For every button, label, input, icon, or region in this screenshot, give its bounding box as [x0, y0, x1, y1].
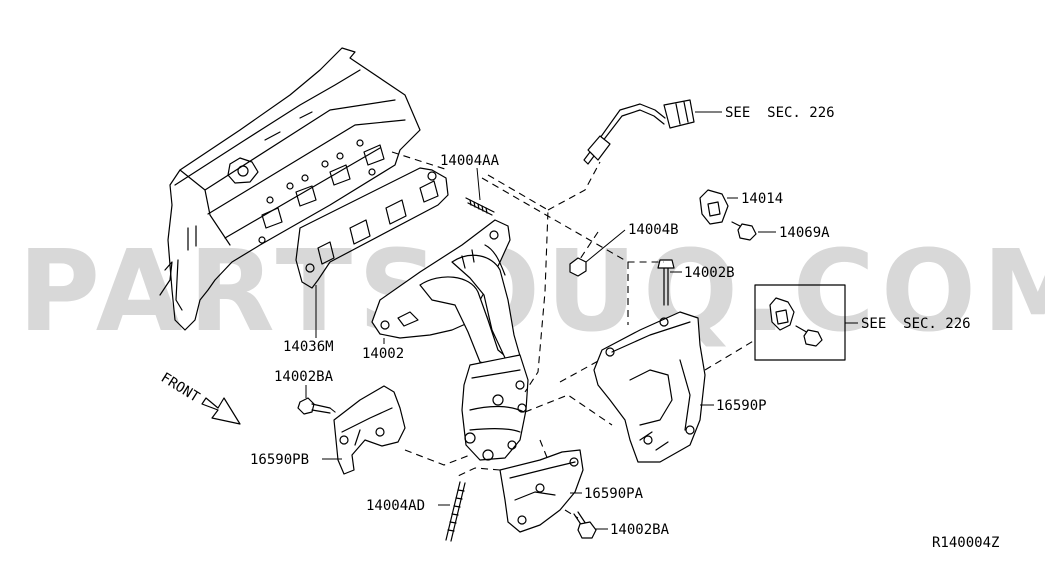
front-label: FRONT [158, 370, 203, 406]
label-16590PA: 16590PA [584, 486, 644, 502]
bolt-14002b [657, 259, 675, 306]
label-14069A: 14069A [779, 225, 830, 241]
bolt-14069a [731, 221, 757, 241]
bolt-14002ba-bottom [573, 511, 597, 539]
exhaust-manifold [371, 219, 529, 461]
heat-shield-16590pb [333, 385, 406, 475]
label-14036M: 14036M [283, 339, 334, 355]
nut-14004b [569, 257, 587, 277]
sensor-detail-box [754, 284, 846, 361]
watermark: PARTSOUQ.COM [18, 227, 1045, 357]
sensor-14014 [699, 189, 729, 225]
label-14002B: 14002B [684, 265, 735, 281]
stud-14004ad [445, 481, 466, 542]
label-14004B: 14004B [628, 222, 679, 238]
label-see-sec-right: SEE SEC. 226 [861, 316, 971, 332]
label-14002BA-bottom: 14002BA [610, 522, 670, 538]
label-14002: 14002 [362, 346, 404, 362]
front-arrow-icon [201, 397, 241, 425]
manifold-gasket [295, 167, 449, 289]
label-14014: 14014 [741, 191, 783, 207]
label-16590PB: 16590PB [250, 452, 309, 468]
label-14004AA: 14004AA [440, 153, 500, 169]
engine-cylinder-head [159, 47, 421, 331]
bolt-14002ba-left [297, 397, 331, 415]
front-arrow: FRONT [158, 370, 241, 425]
heat-shield-16590pa [499, 449, 584, 533]
heat-shield-16590p [593, 311, 706, 463]
oxygen-sensor [583, 99, 695, 165]
diagram-code: R140004Z [932, 535, 999, 551]
label-14004AD: 14004AD [366, 498, 425, 514]
label-16590P: 16590P [716, 398, 767, 414]
label-see-sec-top: SEE SEC. 226 [725, 105, 835, 121]
label-14002BA-top: 14002BA [274, 369, 334, 385]
stud-14004aa [465, 197, 495, 216]
leader-lines [305, 111, 858, 530]
dashed-guide-lines [329, 151, 756, 519]
